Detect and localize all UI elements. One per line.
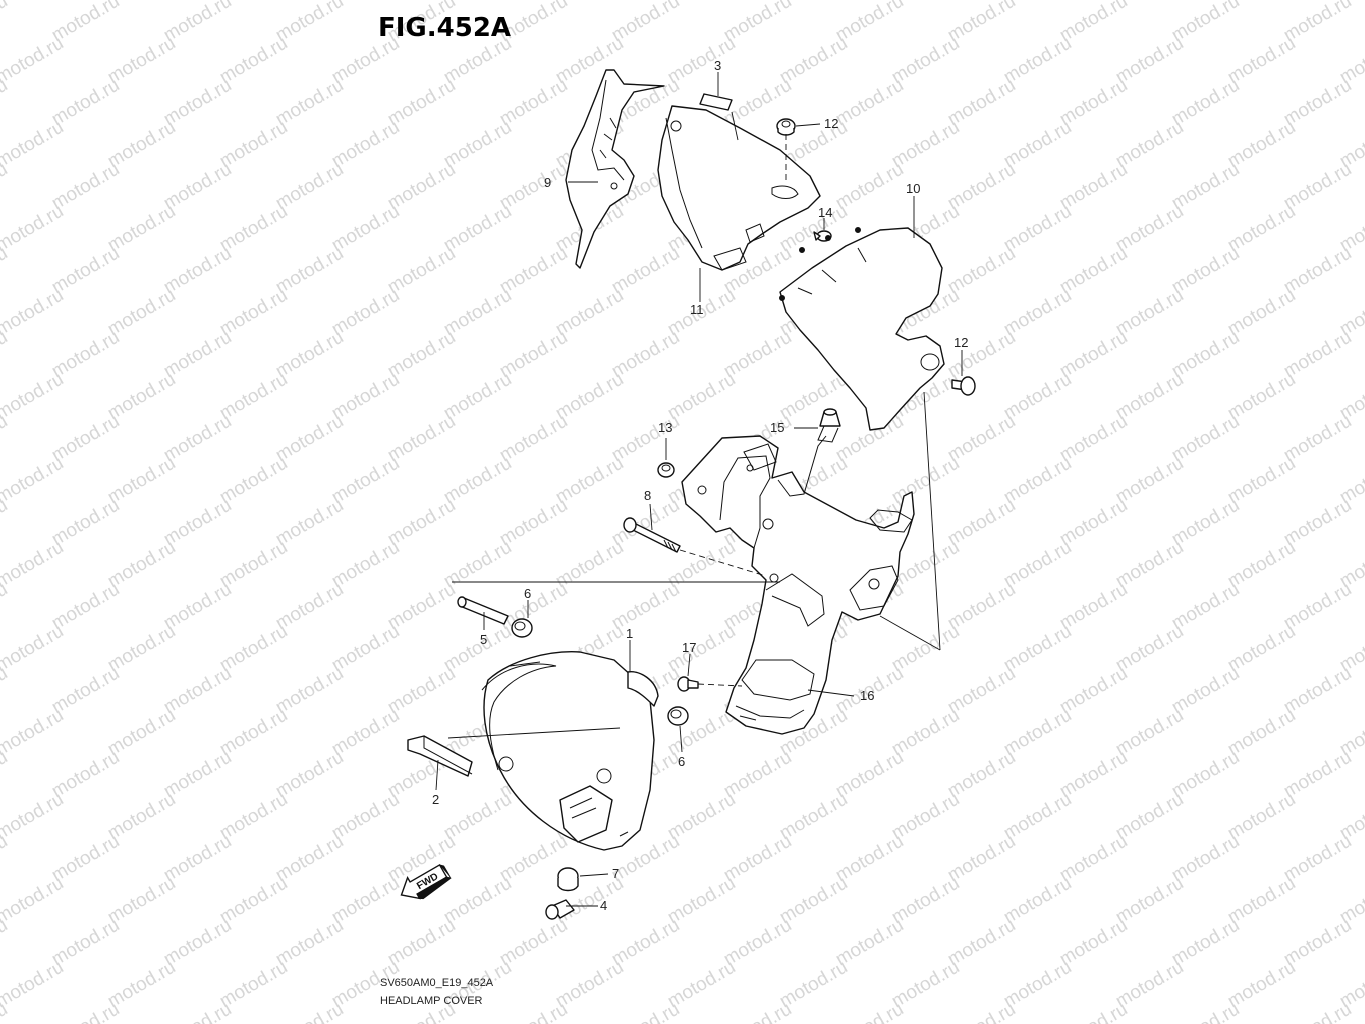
watermark-text: motod.ru xyxy=(0,453,67,509)
watermark-text: motod.ru xyxy=(0,957,67,1013)
watermark-text: motod.ru xyxy=(944,999,1019,1024)
watermark-text: motod.ru xyxy=(0,789,67,845)
watermark-text: motod.ru xyxy=(0,117,67,173)
callout-labels: 3 12 9 10 14 11 12 15 13 8 6 1 5 17 16 6… xyxy=(432,58,968,913)
callout-17: 17 xyxy=(682,640,696,655)
part-11-headlamp-upper-cover[interactable] xyxy=(657,105,821,271)
watermark-text: motod.ru xyxy=(0,285,67,341)
callout-6-upper: 6 xyxy=(524,586,531,601)
callout-3: 3 xyxy=(714,58,721,73)
watermark-text: motod.ru xyxy=(0,33,67,89)
part-1-headlamp-housing[interactable] xyxy=(481,651,659,851)
watermark-text: motod.ru xyxy=(608,999,683,1024)
part-5-collar[interactable] xyxy=(457,596,509,625)
watermark-text: motod.ru xyxy=(832,999,907,1024)
watermark-text: motod.ru xyxy=(0,369,67,425)
part-12-grommet-top[interactable] xyxy=(776,118,796,136)
callout-11: 11 xyxy=(690,302,704,317)
part-16-headlamp-bracket[interactable] xyxy=(681,435,915,735)
watermark-text: motod.ru xyxy=(0,705,67,761)
watermark-text: motod.ru xyxy=(48,999,123,1024)
callout-4: 4 xyxy=(600,898,607,913)
watermark-text: motod.ru xyxy=(0,621,67,677)
part-12-bolt-right[interactable] xyxy=(951,376,976,396)
watermark-text: motod.ru xyxy=(0,201,67,257)
part-10-side-cowl[interactable] xyxy=(779,227,945,431)
callout-14: 14 xyxy=(818,205,832,220)
callout-16: 16 xyxy=(860,688,874,703)
part-4-screw[interactable] xyxy=(545,899,575,920)
part-6-grommet-upper[interactable] xyxy=(511,618,533,638)
watermark-text: motod.ru xyxy=(0,0,67,4)
part-13-nut[interactable] xyxy=(657,462,675,478)
callout-9: 9 xyxy=(544,175,551,190)
part-9-side-cover[interactable] xyxy=(565,69,665,269)
callout-1: 1 xyxy=(626,626,633,641)
part-6-grommet-lower[interactable] xyxy=(667,706,689,726)
callout-8: 8 xyxy=(644,488,651,503)
callout-12-right: 12 xyxy=(954,335,968,350)
watermark-text: motod.ru xyxy=(160,999,235,1024)
watermark-text: motod.ru xyxy=(0,999,11,1024)
part-8-bolt[interactable] xyxy=(623,517,681,553)
callout-5: 5 xyxy=(480,632,487,647)
watermark-text: motod.ru xyxy=(272,999,347,1024)
part-15-clip[interactable] xyxy=(817,408,841,443)
callout-10: 10 xyxy=(906,181,920,196)
part-3-pad[interactable] xyxy=(699,93,733,111)
watermark-text: motod.ru xyxy=(0,873,67,929)
watermark-text: motod.ru xyxy=(1168,999,1243,1024)
watermark-text: motod.ru xyxy=(0,0,11,46)
part-7-grommet[interactable] xyxy=(557,867,579,892)
figure-code: SV650AM0_E19_452A xyxy=(380,977,494,989)
part-17-bolt[interactable] xyxy=(677,676,699,692)
part-2-cushion[interactable] xyxy=(407,735,473,777)
watermark-text: motod.ru xyxy=(0,537,67,593)
callout-12-top: 12 xyxy=(824,116,838,131)
fwd-arrow-icon: FWD xyxy=(400,863,452,900)
callout-7: 7 xyxy=(612,866,619,881)
figure-title: FIG.452A xyxy=(378,13,511,43)
figure-caption: HEADLAMP COVER xyxy=(380,995,483,1007)
callout-15: 15 xyxy=(770,420,784,435)
watermark-text: motod.ru xyxy=(1056,999,1131,1024)
watermark-text: motod.ru xyxy=(720,999,795,1024)
callout-2: 2 xyxy=(432,792,439,807)
watermark-text: motod.ru xyxy=(496,999,571,1024)
watermark-text: motod.ru xyxy=(1280,999,1355,1024)
callout-13: 13 xyxy=(658,420,672,435)
callout-6-lower: 6 xyxy=(678,754,685,769)
leader-lines xyxy=(435,72,963,907)
